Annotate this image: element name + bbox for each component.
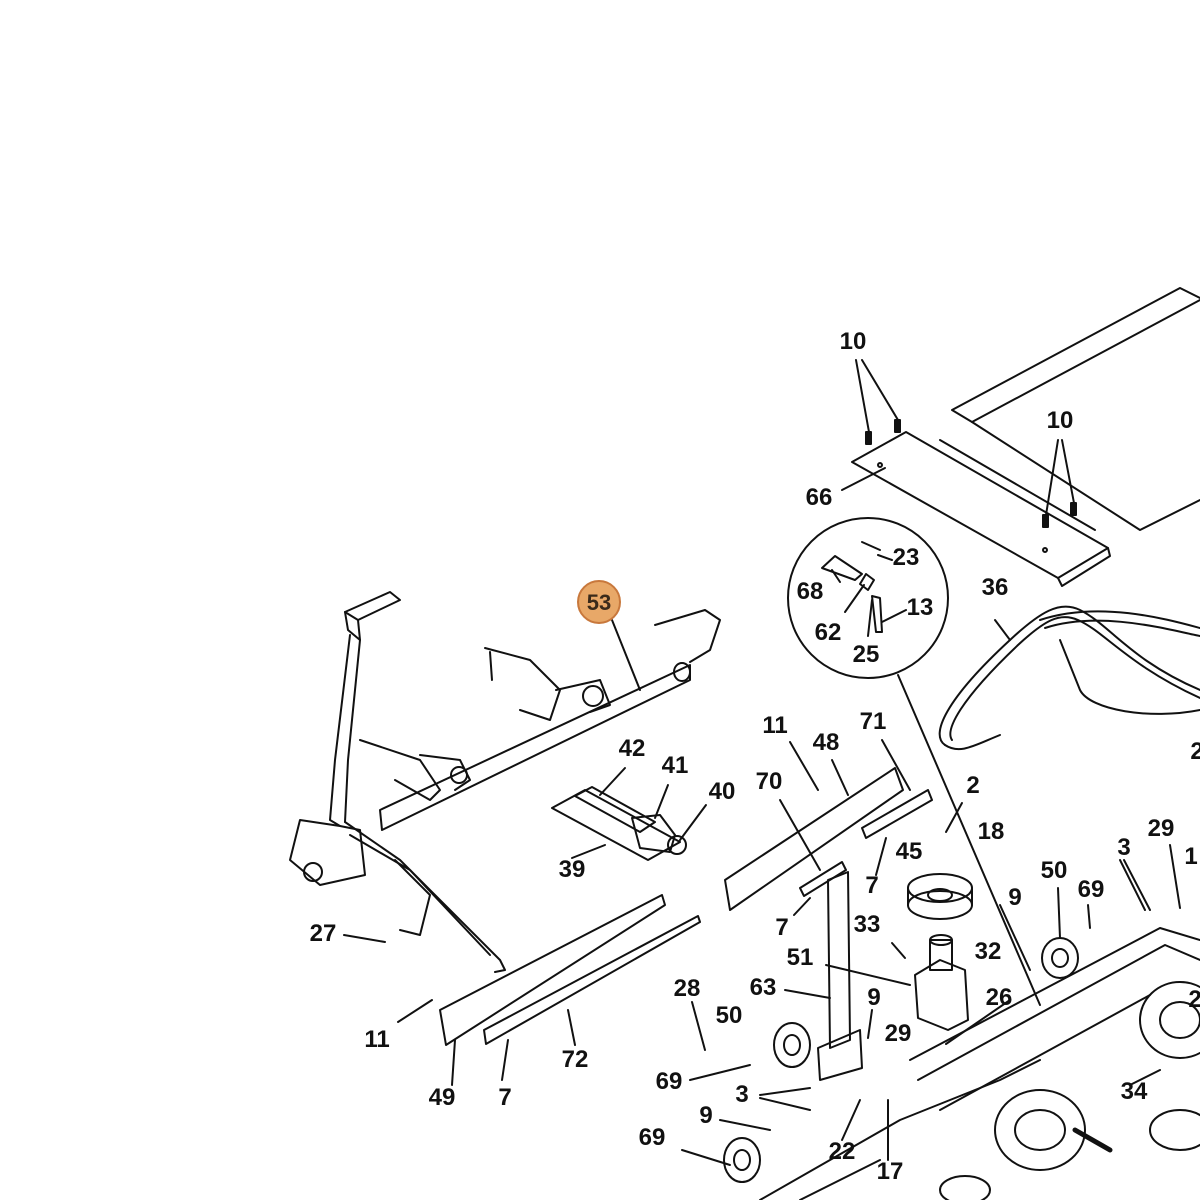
callout-label: 7 xyxy=(865,872,879,899)
detail-inset-circle xyxy=(787,517,949,679)
idler-50-b xyxy=(1041,937,1079,979)
callout-label: 42 xyxy=(618,735,646,762)
callout-label: 69 xyxy=(1077,876,1105,903)
callout-label: 69 xyxy=(655,1068,683,1095)
callout-label: 2 xyxy=(1188,986,1200,1013)
plate-49 xyxy=(439,894,666,1046)
callout-label: 7 xyxy=(775,914,789,941)
callout-label: 11 xyxy=(364,1026,390,1053)
callout-label: 9 xyxy=(867,984,881,1011)
highlighted-callout-label: 53 xyxy=(586,590,612,615)
callout-label: 17 xyxy=(876,1158,904,1185)
callout-label: 9 xyxy=(1008,884,1022,911)
deck-housing xyxy=(759,927,1200,1200)
lift-assembly xyxy=(289,591,721,973)
callout-label: 9 xyxy=(699,1102,713,1129)
callout-label: 40 xyxy=(708,778,736,805)
callout-label: 26 xyxy=(985,984,1013,1011)
callout-label: 72 xyxy=(561,1046,589,1073)
callout-label: 2 xyxy=(1190,738,1200,765)
callout-label: 36 xyxy=(981,574,1009,601)
cover-panel xyxy=(939,287,1200,531)
callout-label: 10 xyxy=(839,328,867,355)
callout-label: 41 xyxy=(661,752,689,779)
callout-label: 11 xyxy=(762,712,788,739)
plate-70 xyxy=(724,767,904,911)
belt-36 xyxy=(938,605,1200,751)
callout-label: 22 xyxy=(828,1138,856,1165)
callout-label: 50 xyxy=(1040,857,1068,884)
callout-label: 63 xyxy=(749,974,777,1001)
plate-66 xyxy=(851,431,1111,587)
callout-label: 33 xyxy=(853,911,881,938)
callout-label: 28 xyxy=(673,975,701,1002)
callout-label: 69 xyxy=(638,1124,666,1151)
idler-50-a xyxy=(773,1022,811,1068)
callout-label: 1 xyxy=(1184,843,1198,870)
callout-label: 70 xyxy=(755,768,783,795)
callout-label: 3 xyxy=(1117,834,1131,861)
bracket-39 xyxy=(551,786,687,861)
strip-71 xyxy=(861,789,933,839)
callout-label: 10 xyxy=(1046,407,1074,434)
callout-label: 18 xyxy=(977,818,1005,845)
inset-parts xyxy=(821,541,883,633)
post-63 xyxy=(817,871,863,1081)
callout-label: 25 xyxy=(852,641,880,668)
callout-label: 29 xyxy=(884,1020,912,1047)
callout-label: 13 xyxy=(906,594,934,621)
callout-label: 62 xyxy=(814,619,842,646)
strip-48 xyxy=(799,861,847,897)
callout-label: 48 xyxy=(812,729,840,756)
callout-label: 3 xyxy=(735,1081,749,1108)
callout-label: 32 xyxy=(974,938,1002,965)
callout-label: 51 xyxy=(786,944,814,971)
idler-69 xyxy=(723,1137,761,1183)
callout-label: 49 xyxy=(428,1084,456,1111)
strip-72 xyxy=(483,915,701,1045)
pulley-45 xyxy=(907,873,973,920)
callout-label: 29 xyxy=(1147,815,1175,842)
callout-label: 39 xyxy=(558,856,586,883)
callout-label: 45 xyxy=(895,838,923,865)
callout-label: 34 xyxy=(1120,1078,1148,1105)
callout-label: 7 xyxy=(498,1084,512,1111)
callout-label: 66 xyxy=(805,484,833,511)
gearbox-51 xyxy=(914,934,969,1031)
leader-lines xyxy=(343,359,1181,1166)
callout-label: 27 xyxy=(309,920,337,947)
callout-label: 50 xyxy=(715,1002,743,1029)
callout-label: 2 xyxy=(966,772,980,799)
callout-label: 68 xyxy=(796,578,824,605)
callout-label: 71 xyxy=(859,708,887,735)
highlighted-callout-circle[interactable] xyxy=(577,580,621,624)
callout-label: 23 xyxy=(892,544,920,571)
